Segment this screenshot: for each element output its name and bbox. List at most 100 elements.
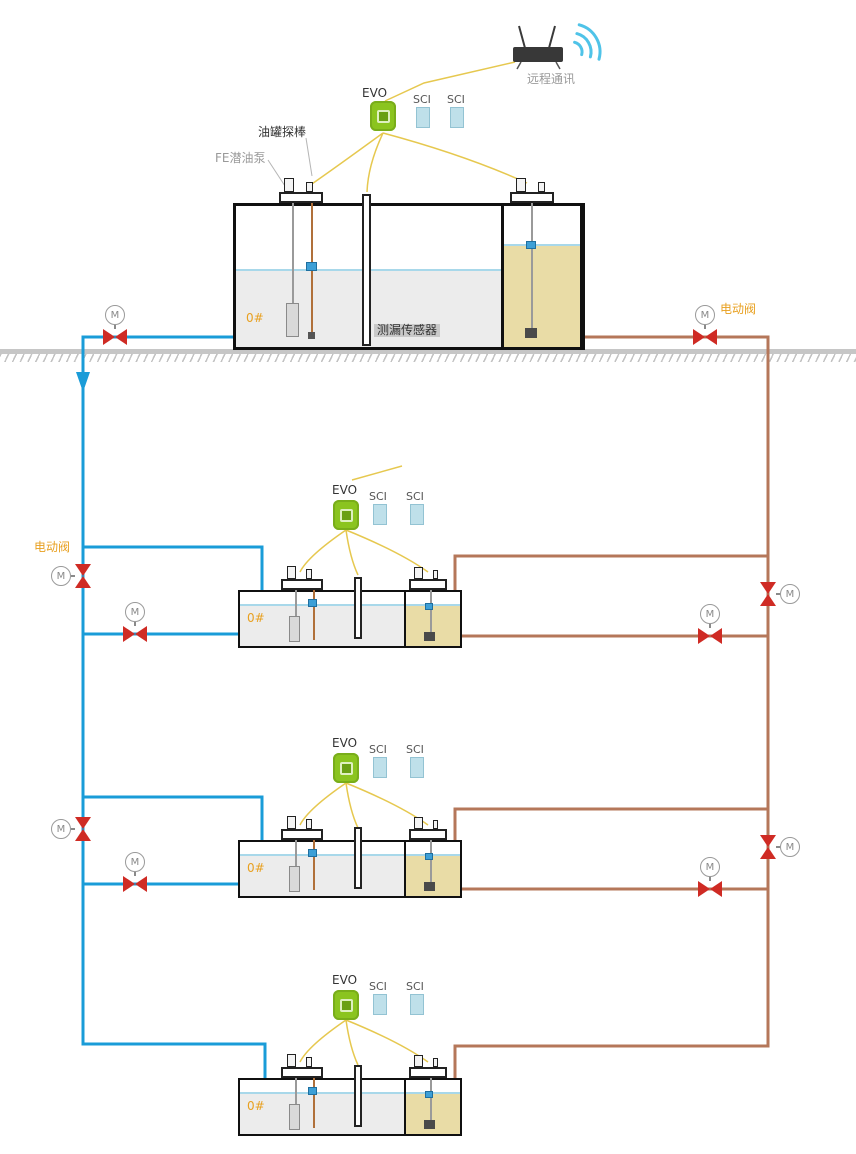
oil-probe — [430, 1078, 432, 1124]
sci-label: SCI — [406, 980, 424, 993]
pump-column — [295, 590, 297, 618]
tank-probe — [313, 840, 315, 890]
sci-label: SCI — [413, 93, 431, 106]
pump-flange — [281, 579, 323, 590]
probe-cap — [306, 182, 313, 192]
float-sensor — [308, 1087, 317, 1095]
float-sensor — [308, 599, 317, 607]
valve-stem — [776, 846, 780, 848]
pump-flange — [409, 829, 447, 840]
motor-indicator: M — [780, 584, 800, 604]
evo-controller — [370, 101, 396, 131]
pipe-cap — [284, 178, 294, 192]
router-antennas — [518, 25, 556, 49]
valve-stem — [776, 593, 780, 595]
submersible-pump — [289, 616, 300, 642]
submersible-pump — [289, 1104, 300, 1130]
pipe-cap — [287, 566, 296, 579]
valve-half — [710, 628, 722, 644]
valve-half — [760, 594, 776, 606]
tank-probe-label: 油罐探棒 — [258, 125, 307, 139]
motor-letter: M — [785, 841, 795, 853]
motor-letter: M — [700, 309, 710, 321]
sci-module — [410, 994, 424, 1015]
evo-screen-icon — [339, 998, 353, 1012]
valve-stem — [134, 622, 136, 626]
motor-indicator: M — [780, 837, 800, 857]
sci-module — [410, 757, 424, 778]
valve-half — [103, 329, 115, 345]
pipe-cap — [287, 1054, 296, 1067]
valve-half — [115, 329, 127, 345]
valve-body — [75, 817, 91, 841]
oil-compartment-1 — [501, 203, 583, 350]
valve-half — [75, 564, 91, 576]
sci-label: SCI — [447, 93, 465, 106]
valve-half — [710, 881, 722, 897]
submersible-pump — [289, 866, 300, 892]
evo-screen-icon — [339, 761, 353, 775]
valve-body — [698, 628, 722, 644]
evo-controller — [333, 500, 359, 530]
sensor-weight — [424, 1120, 435, 1129]
evo-screen-icon — [339, 508, 353, 522]
valve-half — [760, 847, 776, 859]
motor-valve: M — [51, 564, 91, 588]
motor-letter: M — [56, 570, 66, 582]
valve-stem — [709, 624, 711, 628]
valve-half — [123, 876, 135, 892]
leak-sensor-label: 测漏传感器 — [374, 323, 441, 338]
fuel-grade-label: 0# — [247, 861, 265, 875]
electric-valve-label: 电动阀 — [34, 540, 71, 554]
motor-indicator: M — [51, 566, 71, 586]
pump-flange — [409, 579, 447, 590]
evo-label: EVO — [362, 86, 388, 100]
motor-letter: M — [705, 861, 715, 873]
electric-valve-label: 电动阀 — [720, 302, 757, 316]
router-legs — [516, 61, 561, 70]
pipe-cap — [414, 567, 423, 579]
flow-arrow — [76, 372, 90, 392]
pump-flange — [510, 192, 554, 203]
pipe-cap — [414, 817, 423, 829]
evo-label: EVO — [332, 973, 358, 987]
fuel-grade-label: 0# — [246, 311, 264, 325]
evo-controller — [333, 753, 359, 783]
float-sensor — [425, 1091, 433, 1098]
valve-half — [698, 628, 710, 644]
sensor-weight — [424, 632, 435, 641]
probe-cap — [433, 570, 438, 579]
valve-half — [760, 835, 776, 847]
oil-probe — [430, 590, 432, 636]
valve-stem — [134, 872, 136, 876]
motor-letter: M — [56, 823, 66, 835]
valve-stem — [114, 325, 116, 329]
pump-flange — [279, 192, 323, 203]
motor-valve: M — [103, 305, 127, 345]
tank-probe — [313, 590, 315, 640]
motor-valve: M — [123, 852, 147, 892]
probe-tip — [308, 332, 315, 339]
motor-valve: M — [698, 857, 722, 897]
valve-body — [693, 329, 717, 345]
fuel-grade-label: 0# — [247, 1099, 265, 1113]
valve-half — [705, 329, 717, 345]
valve-half — [135, 626, 147, 642]
valve-half — [123, 626, 135, 642]
sci-label: SCI — [369, 743, 387, 756]
leak-sensor-tube — [354, 577, 362, 639]
pipe-cap — [287, 816, 296, 829]
motor-indicator: M — [51, 819, 71, 839]
oil-fill — [504, 244, 580, 347]
float-sensor — [425, 853, 433, 860]
motor-valve: M — [51, 817, 91, 841]
evo-label: EVO — [332, 483, 358, 497]
leak-sensor-tube — [354, 827, 362, 889]
motor-indicator: M — [700, 604, 720, 624]
motor-indicator: M — [125, 602, 145, 622]
valve-half — [698, 881, 710, 897]
valve-body — [760, 582, 776, 606]
oil-probe — [430, 840, 432, 886]
